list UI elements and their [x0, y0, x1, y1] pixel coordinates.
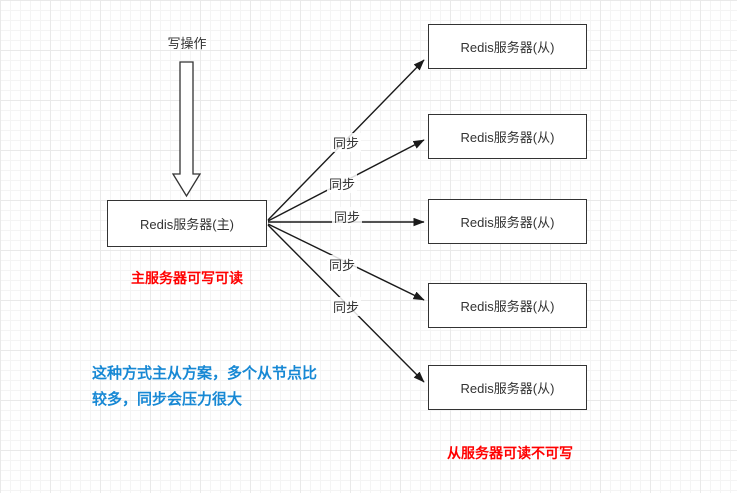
- sync-label-5: 同步: [331, 297, 362, 316]
- slave-node-4[interactable]: Redis服务器(从): [428, 283, 587, 328]
- slave-node-label: Redis服务器(从): [460, 215, 555, 230]
- bottom-note: 这种方式主从方案，多个从节点比 较多，同步会压力很大: [92, 361, 317, 413]
- write-arrow: [171, 61, 202, 198]
- slave-node-label: Redis服务器(从): [460, 130, 555, 145]
- sync-label-1: 同步: [331, 133, 362, 152]
- slave-node-label: Redis服务器(从): [460, 299, 555, 314]
- master-node[interactable]: Redis服务器(主): [107, 200, 267, 247]
- bottom-note-line1: 这种方式主从方案，多个从节点比: [92, 365, 318, 382]
- master-note: 主服务器可写可读: [131, 270, 243, 286]
- sync-label-3: 同步: [332, 207, 363, 226]
- slave-note: 从服务器可读不可写: [447, 445, 573, 461]
- slave-node-label: Redis服务器(从): [460, 381, 555, 396]
- sync-label-4: 同步: [327, 255, 358, 274]
- master-node-label: Redis服务器(主): [140, 217, 234, 232]
- slave-node-3[interactable]: Redis服务器(从): [428, 199, 587, 244]
- write-op-label: 写操作: [167, 36, 207, 51]
- slave-node-label: Redis服务器(从): [460, 40, 555, 55]
- slave-node-1[interactable]: Redis服务器(从): [428, 24, 587, 69]
- sync-label-2: 同步: [327, 174, 358, 193]
- slave-node-5[interactable]: Redis服务器(从): [428, 365, 587, 410]
- slave-node-2[interactable]: Redis服务器(从): [428, 114, 587, 159]
- bottom-note-line2: 较多，同步会压力很大: [92, 391, 243, 408]
